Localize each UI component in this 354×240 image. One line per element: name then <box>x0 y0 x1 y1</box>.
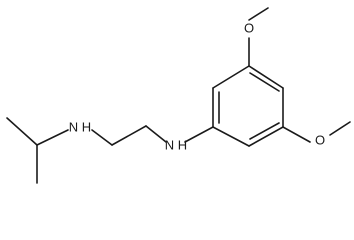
bond-o-methyl-bottom <box>329 121 351 136</box>
bond-n-ch2-left <box>91 129 113 146</box>
oxygen-bottom-label: O <box>315 132 325 147</box>
bond-ch2-ch2 <box>111 125 147 146</box>
ring-bond-3-inner <box>249 72 280 92</box>
amine-left-label: N H <box>69 119 91 134</box>
ring-bond-5-inner <box>249 122 280 140</box>
amine-right-label: N H <box>165 137 187 152</box>
molecule-structure: N H N H O O <box>6 7 351 184</box>
bond-methyl-upper <box>6 117 38 146</box>
bond-isopropyl-n <box>36 129 69 146</box>
bond-n-aryl <box>184 126 214 143</box>
ring-bond-3 <box>248 65 284 89</box>
oxygen-top-label: O <box>244 20 254 35</box>
bond-o-methyl-top <box>248 7 269 21</box>
bond-ring-o-bottom <box>282 126 311 143</box>
ring-bond-6 <box>212 126 250 147</box>
bond-ch2-n-right <box>145 125 167 143</box>
ring-bond-2 <box>212 65 250 89</box>
ring-bond-5 <box>248 126 284 147</box>
